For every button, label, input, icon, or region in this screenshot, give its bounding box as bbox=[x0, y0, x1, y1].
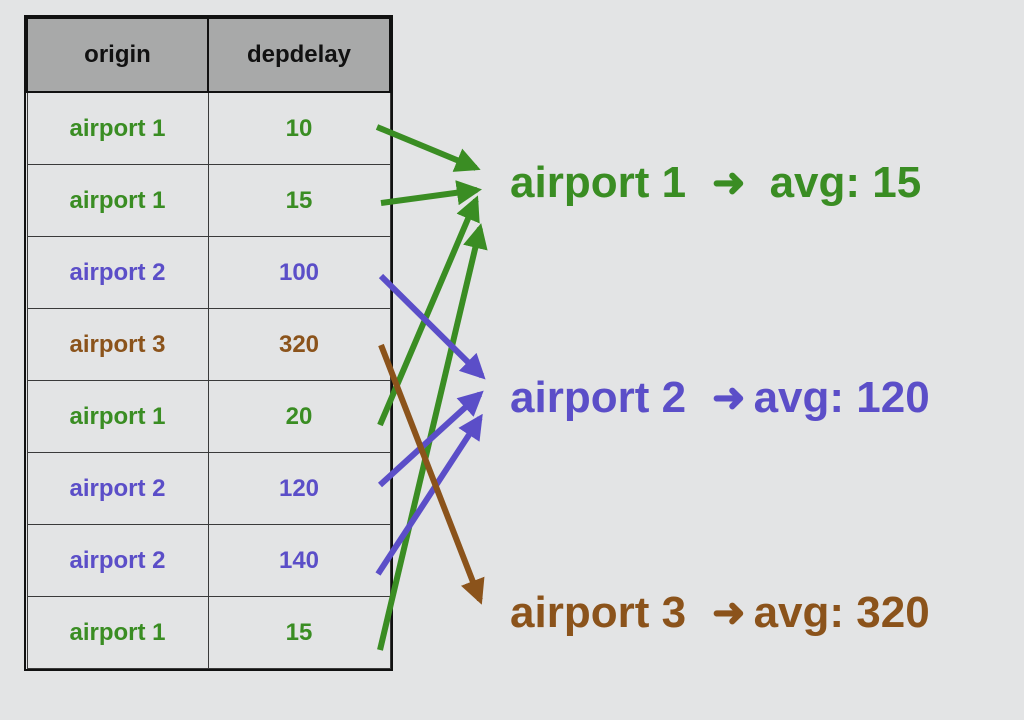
table-row: airport 3 320 bbox=[26, 308, 391, 381]
table-header-row: origin depdelay bbox=[26, 17, 391, 93]
table-row: airport 2 140 bbox=[26, 524, 391, 597]
depdelay-cell: 15 bbox=[207, 164, 391, 237]
summary-average: avg: 320 bbox=[753, 588, 930, 637]
arrow-icon bbox=[380, 180, 482, 206]
table-body: airport 1 10 airport 1 15 airport 2 100 … bbox=[26, 91, 391, 669]
table-row: airport 1 20 bbox=[26, 380, 391, 453]
origin-cell: airport 2 bbox=[26, 236, 209, 309]
arrow-icon bbox=[377, 223, 488, 651]
table-row: airport 2 100 bbox=[26, 236, 391, 309]
summary-airport-3: airport 3 ➜ avg: 320 bbox=[510, 588, 930, 638]
arrow-icon bbox=[378, 343, 485, 605]
depdelay-cell: 20 bbox=[207, 380, 391, 453]
summary-airport-1: airport 1 ➜ avg: 15 bbox=[510, 158, 921, 208]
origin-cell: airport 1 bbox=[26, 380, 209, 453]
arrow-icon bbox=[377, 390, 484, 488]
arrow-icon bbox=[375, 124, 481, 172]
summary-airport-label: airport 2 bbox=[510, 373, 687, 422]
depdelay-cell: 140 bbox=[207, 524, 391, 597]
table-row: airport 1 10 bbox=[26, 91, 391, 165]
depdelay-cell: 15 bbox=[207, 596, 391, 669]
arrow-icon: ➜ bbox=[712, 376, 746, 420]
origin-cell: airport 2 bbox=[26, 524, 209, 597]
table-row: airport 1 15 bbox=[26, 164, 391, 237]
summary-airport-label: airport 3 bbox=[510, 588, 687, 637]
arrow-icon bbox=[377, 195, 480, 427]
header-origin: origin bbox=[26, 17, 209, 93]
arrow-icon: ➜ bbox=[712, 591, 746, 635]
depdelay-cell: 320 bbox=[207, 308, 391, 381]
origin-cell: airport 1 bbox=[26, 91, 209, 165]
arrow-icon: ➜ bbox=[712, 161, 746, 205]
arrow-icon bbox=[375, 413, 483, 576]
flights-table: origin depdelay airport 1 10 airport 1 1… bbox=[24, 15, 393, 671]
table-row: airport 1 15 bbox=[26, 596, 391, 669]
depdelay-cell: 10 bbox=[207, 91, 391, 165]
table-row: airport 2 120 bbox=[26, 452, 391, 525]
summary-airport-label: airport 1 bbox=[510, 158, 687, 207]
origin-cell: airport 1 bbox=[26, 164, 209, 237]
depdelay-cell: 100 bbox=[207, 236, 391, 309]
origin-cell: airport 3 bbox=[26, 308, 209, 381]
summary-average: avg: 15 bbox=[769, 158, 922, 207]
header-depdelay: depdelay bbox=[207, 17, 391, 93]
summary-average: avg: 120 bbox=[753, 373, 930, 422]
origin-cell: airport 1 bbox=[26, 596, 209, 669]
origin-cell: airport 2 bbox=[26, 452, 209, 525]
arrow-icon bbox=[378, 273, 486, 380]
depdelay-cell: 120 bbox=[207, 452, 391, 525]
summary-airport-2: airport 2 ➜ avg: 120 bbox=[510, 373, 930, 423]
